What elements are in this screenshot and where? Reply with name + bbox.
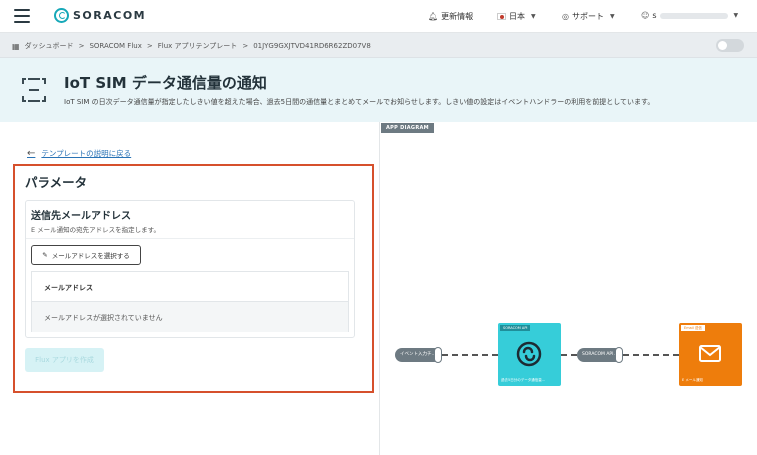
email-card-subtitle: E メール通知の宛先アドレスを指定します。	[31, 226, 161, 234]
theme-toggle[interactable]	[716, 39, 744, 52]
email-table-header: メールアドレス	[32, 272, 348, 302]
mail-icon	[699, 345, 721, 362]
pencil-icon: ✎	[42, 251, 48, 259]
user-name-redacted	[659, 12, 728, 19]
email-table-empty: メールアドレスが選択されていません	[32, 302, 348, 332]
soracom-api-output-pill[interactable]: SORACOM API...	[577, 347, 623, 363]
breadcrumb-current: 01JYG9GXJTVD41RD6R62ZD07V8	[253, 42, 371, 50]
soracom-api-node[interactable]: SORACOM API 過去5日分のデータ通信量...	[498, 323, 561, 386]
caret-down-icon: ▼	[609, 13, 615, 20]
dashboard-grid-icon: ▦	[12, 41, 20, 51]
email-table: メールアドレス メールアドレスが選択されていません	[31, 271, 349, 332]
support-menu[interactable]: ◎ サポート ▼	[562, 12, 615, 21]
connection-line	[623, 354, 679, 356]
arrow-left-icon: ←	[27, 148, 36, 159]
soracom-logo[interactable]: SORACOM	[54, 8, 146, 23]
email-card-title: 送信先メールアドレス	[31, 211, 131, 222]
create-flux-app-button[interactable]: Flux アプリを作成	[25, 348, 104, 372]
connector-port	[434, 347, 442, 363]
caret-down-icon: ▼	[733, 12, 739, 19]
page-header	[0, 58, 757, 122]
caret-down-icon: ▼	[531, 13, 536, 20]
app-diagram-label: APP DIAGRAM	[381, 123, 434, 133]
event-input-pill[interactable]: イベント入力チ...	[395, 347, 442, 363]
bell-icon: 🔔︎	[428, 12, 439, 21]
back-to-template-link[interactable]: ← テンプレートの説明に戻る	[27, 148, 132, 159]
breadcrumb-flux[interactable]: SORACOM Flux	[89, 42, 142, 50]
breadcrumb-templates[interactable]: Flux アプリテンプレート	[157, 42, 238, 50]
japan-flag-icon	[497, 13, 506, 20]
connection-line	[442, 354, 498, 356]
email-node[interactable]: Email 送信 E メール通知	[679, 323, 742, 386]
updates-menu[interactable]: 🔔︎ 更新情報	[428, 12, 474, 21]
page-description: IoT SIM の日次データ通信量が指定したしきい値を超えた場合、過去5日間の通…	[64, 98, 655, 106]
soracom-logo-icon	[54, 8, 69, 23]
select-email-button[interactable]: ✎ メールアドレスを選択する	[31, 245, 141, 265]
breadcrumb-bar: ▦ ダッシュボード > SORACOM Flux > Flux アプリテンプレー…	[0, 33, 757, 58]
card-divider	[26, 238, 354, 239]
template-icon	[22, 78, 46, 102]
parameters-heading: パラメータ	[25, 175, 88, 190]
highlight-frame	[13, 164, 374, 393]
panel-divider	[379, 122, 380, 455]
hamburger-menu-icon[interactable]	[14, 9, 30, 23]
support-icon: ◎	[562, 12, 569, 21]
connection-line	[561, 354, 577, 356]
connector-port	[615, 347, 623, 363]
language-selector[interactable]: 日本 ▼	[497, 11, 536, 22]
top-navigation: SORACOM 🔔︎ 更新情報 日本 ▼ ◎ サポート ▼ ☺ s ▼	[0, 0, 757, 33]
user-menu[interactable]: ☺ s ▼	[641, 11, 739, 20]
breadcrumb: ▦ ダッシュボード > SORACOM Flux > Flux アプリテンプレー…	[12, 41, 371, 51]
user-icon: ☺	[641, 11, 650, 20]
soracom-logo-icon	[516, 341, 542, 367]
page-title: IoT SIM データ通信量の通知	[64, 74, 267, 92]
breadcrumb-dashboard[interactable]: ダッシュボード	[24, 42, 74, 50]
